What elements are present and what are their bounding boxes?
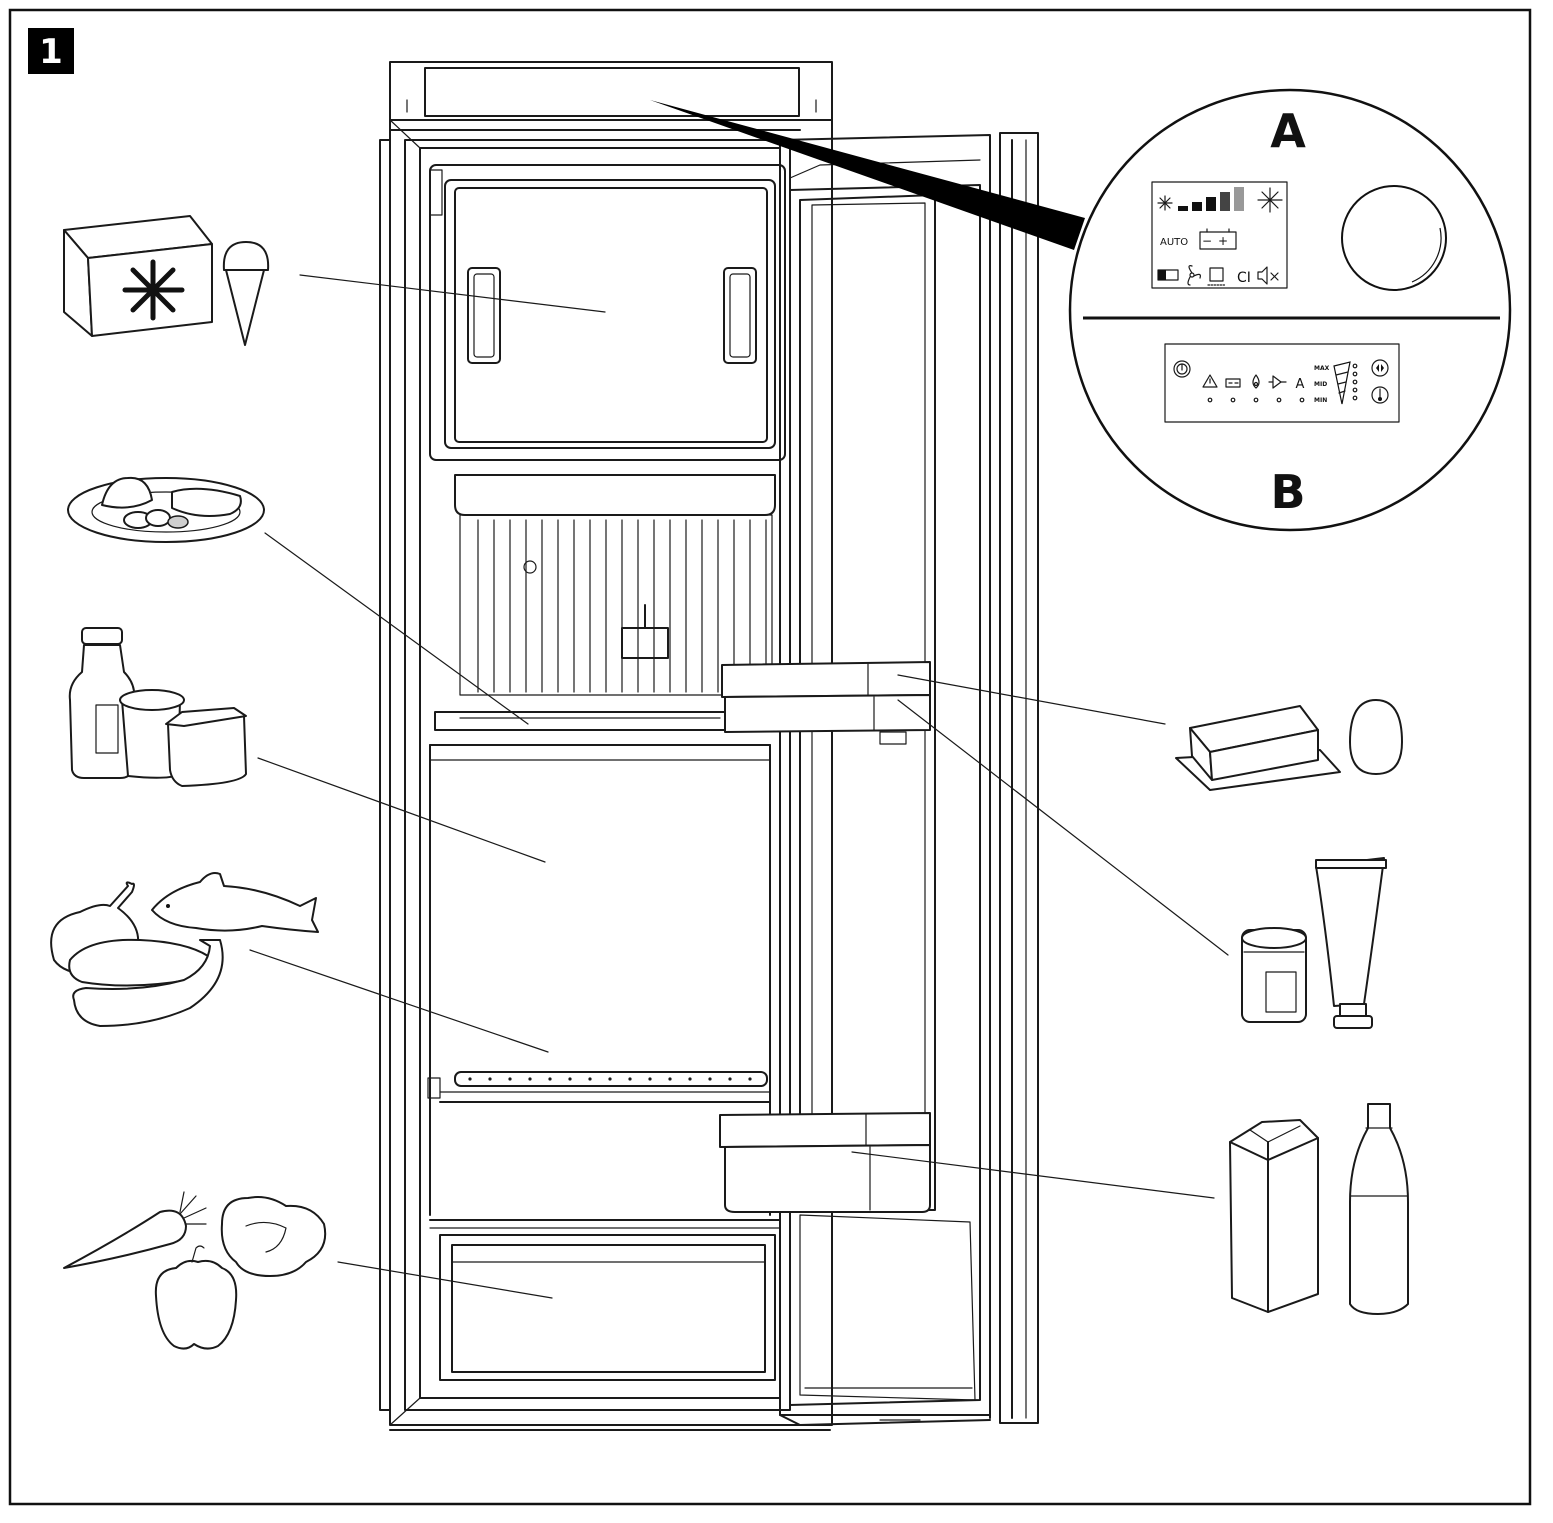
dairy-products-icon bbox=[68, 627, 247, 787]
level-max-label: MAX bbox=[1314, 365, 1330, 372]
battery-symbols: −+ bbox=[1202, 234, 1234, 248]
auto-label: AUTO bbox=[1160, 237, 1188, 248]
fan-icon bbox=[1187, 265, 1201, 286]
mains-plug-icon bbox=[1268, 375, 1287, 389]
ice-cream-cone-icon bbox=[222, 241, 270, 346]
meat-fish-icon bbox=[50, 872, 319, 1027]
crisper-drawer bbox=[439, 1234, 776, 1381]
level-leds bbox=[1352, 363, 1358, 401]
door bbox=[779, 132, 1039, 1426]
figure-number-badge: 1 bbox=[28, 28, 74, 74]
vegetables-icon bbox=[63, 1191, 327, 1350]
battery-mode-icon bbox=[1225, 378, 1241, 388]
temperature-level-bars bbox=[1178, 187, 1244, 211]
leader-lines bbox=[249, 274, 1229, 1299]
cabinet bbox=[389, 119, 833, 1426]
wire-shelf bbox=[427, 1071, 771, 1099]
temperature-button[interactable] bbox=[1371, 386, 1389, 404]
control-panel-a: AUTO −+ CI bbox=[1151, 181, 1447, 291]
callout-b: B bbox=[1270, 465, 1305, 519]
power-button[interactable] bbox=[1173, 360, 1191, 378]
callout-a: A bbox=[1270, 104, 1306, 158]
control-panel-magnifier: A B AUTO −+ bbox=[1068, 88, 1512, 532]
cooling-fins bbox=[459, 514, 773, 696]
control-housing bbox=[389, 61, 833, 121]
drip-tray bbox=[454, 474, 776, 516]
door-bin-upper bbox=[721, 661, 931, 745]
magnifier-wedge bbox=[650, 100, 1085, 250]
battery-small-icon bbox=[1157, 269, 1179, 281]
freezer-handle-right bbox=[723, 267, 757, 364]
level-min-label: MIN bbox=[1314, 397, 1327, 404]
battery-icon: −+ bbox=[1199, 228, 1237, 250]
defrost-icon bbox=[1207, 267, 1226, 286]
climate-class-label: CI bbox=[1237, 270, 1251, 286]
mute-icon bbox=[1257, 266, 1279, 285]
freezer-handle-left bbox=[467, 267, 501, 364]
gas-flame-icon bbox=[1252, 374, 1260, 389]
level-wedge-icon bbox=[1333, 361, 1351, 405]
snowflake-icon bbox=[122, 259, 185, 321]
snowflake-large-icon bbox=[1257, 187, 1283, 213]
drinks-carton-bottle-icon bbox=[1229, 1103, 1409, 1315]
warning-icon bbox=[1202, 374, 1218, 388]
snowflake-small-icon bbox=[1157, 195, 1173, 211]
figure-frame bbox=[8, 8, 1532, 1506]
level-mid-label: MID bbox=[1314, 381, 1327, 388]
butter-egg-icon bbox=[1175, 699, 1403, 791]
mode-select-button[interactable] bbox=[1371, 359, 1389, 377]
glass-shelf-upper bbox=[434, 711, 726, 731]
door-bin-lower bbox=[719, 1112, 931, 1213]
auto-mode-symbol: A bbox=[1296, 377, 1305, 392]
control-panel-b: A MAX MID MIN bbox=[1164, 343, 1400, 423]
freezer-compartment bbox=[429, 164, 786, 461]
jar-tube-icon bbox=[1241, 857, 1387, 1029]
frozen-food-icon bbox=[63, 215, 270, 346]
figure-number: 1 bbox=[39, 32, 63, 72]
control-knob[interactable] bbox=[1341, 185, 1447, 291]
status-leds bbox=[1207, 397, 1305, 403]
refrigerator bbox=[379, 61, 1039, 1431]
meat-plate-icon bbox=[67, 476, 265, 543]
